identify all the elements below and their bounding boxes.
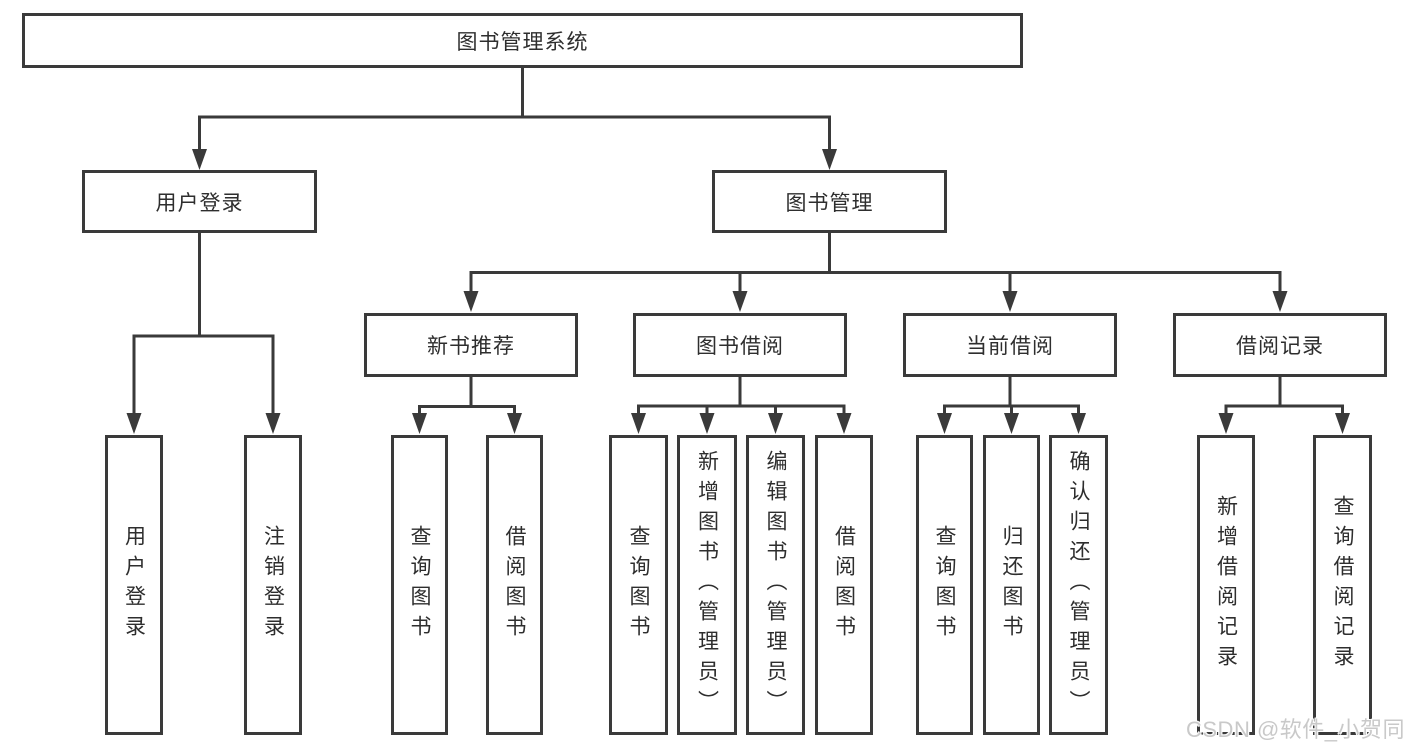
node-book-management-label: 图书管理: [785, 191, 874, 215]
node-current-borrowing-label: 当前借阅: [966, 335, 1054, 358]
node-leaf-query-books-current-label: 查询图书: [933, 525, 956, 645]
node-leaf-add-books-admin-label: 新增图书（管理员）: [695, 450, 719, 720]
node-borrowing-records-label: 借阅记录: [1236, 335, 1324, 358]
node-leaf-query-books-borrowing-label: 查询图书: [627, 525, 650, 645]
node-leaf-confirm-return-admin: 确认归还（管理员）: [1049, 435, 1108, 735]
node-new-book-recommend-label: 新书推荐: [427, 335, 515, 358]
connector-book-management-to-level3: [463, 231, 1288, 312]
node-leaf-user-login: 用户登录: [105, 435, 163, 735]
node-leaf-return-books-label: 归还图书: [1000, 525, 1023, 645]
node-leaf-query-borrow-record: 查询借阅记录: [1313, 435, 1372, 735]
node-leaf-confirm-return-admin-label: 确认归还（管理员）: [1067, 450, 1090, 720]
node-leaf-query-books-recommend: 查询图书: [391, 435, 448, 735]
node-leaf-borrow-books-borrowing: 借阅图书: [815, 435, 873, 735]
node-borrowing-records: 借阅记录: [1173, 313, 1387, 377]
connector-current-borrowing-to-leaves: [937, 375, 1086, 434]
node-leaf-user-login-label: 用户登录: [122, 525, 146, 645]
node-leaf-query-books-borrowing: 查询图书: [609, 435, 668, 735]
node-library-system-label: 图书管理系统: [456, 30, 589, 54]
node-leaf-query-books-current: 查询图书: [916, 435, 973, 735]
node-leaf-query-books-recommend-label: 查询图书: [408, 525, 431, 645]
node-leaf-query-borrow-record-label: 查询借阅记录: [1331, 495, 1354, 675]
watermark-csdn: CSDN @软件_小贺同学: [1186, 717, 1405, 742]
connector-book-borrowing-to-leaves: [631, 375, 852, 434]
node-leaf-logout-login-label: 注销登录: [261, 525, 285, 645]
node-leaf-borrow-books-borrowing-label: 借阅图书: [832, 525, 856, 645]
node-book-borrowing: 图书借阅: [633, 313, 847, 377]
node-leaf-edit-books-admin: 编辑图书（管理员）: [746, 435, 805, 735]
node-leaf-add-books-admin: 新增图书（管理员）: [677, 435, 737, 735]
node-book-management: 图书管理: [712, 170, 947, 233]
node-leaf-edit-books-admin-label: 编辑图书（管理员）: [764, 450, 787, 720]
node-leaf-add-borrow-record: 新增借阅记录: [1197, 435, 1255, 735]
node-current-borrowing: 当前借阅: [903, 313, 1117, 377]
node-leaf-logout-login: 注销登录: [244, 435, 302, 735]
connector-new-book-recommend-to-leaves: [412, 375, 522, 434]
node-leaf-return-books: 归还图书: [983, 435, 1040, 735]
connector-user-login-to-leaves: [126, 231, 281, 434]
node-user-login: 用户登录: [82, 170, 317, 233]
node-leaf-borrow-books-recommend-label: 借阅图书: [503, 525, 526, 645]
node-user-login-label: 用户登录: [155, 191, 244, 215]
connector-borrowing-records-to-leaves: [1218, 375, 1350, 434]
connector-root-to-level2: [192, 66, 837, 170]
node-leaf-add-borrow-record-label: 新增借阅记录: [1214, 495, 1238, 675]
node-new-book-recommend: 新书推荐: [364, 313, 578, 377]
node-leaf-borrow-books-recommend: 借阅图书: [486, 435, 543, 735]
node-library-system: 图书管理系统: [22, 13, 1023, 68]
node-book-borrowing-label: 图书借阅: [696, 335, 784, 358]
